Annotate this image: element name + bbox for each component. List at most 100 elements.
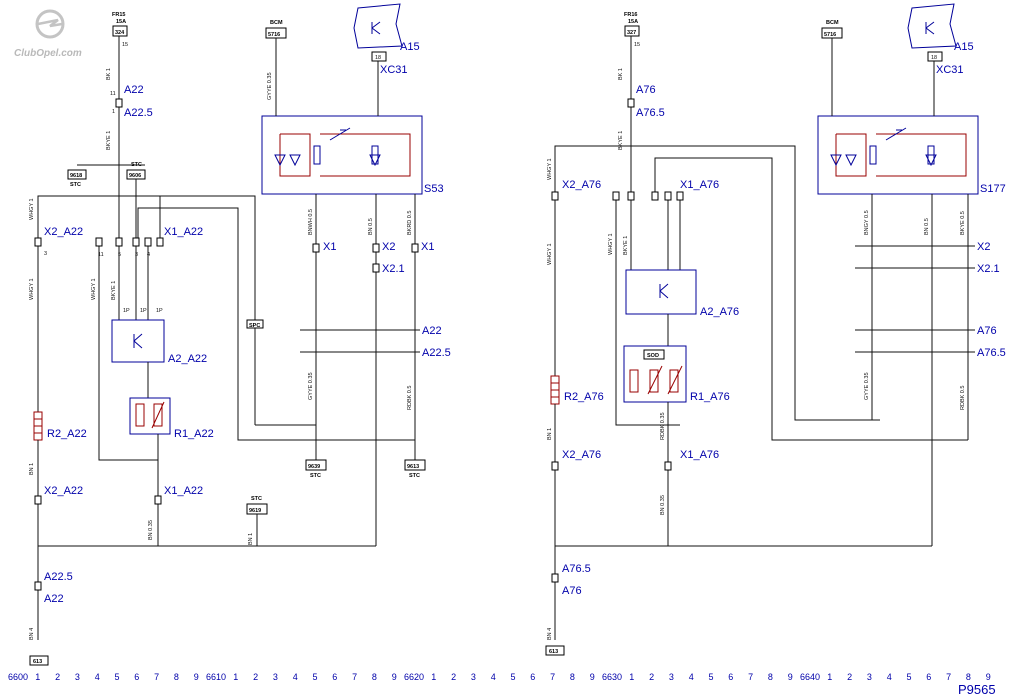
svg-text:4: 4: [147, 252, 150, 258]
ruler-minor-label: 3: [273, 672, 278, 682]
left-switch-s53: S53: [424, 183, 444, 195]
left-x1-a22-bottom: X1_A22: [164, 485, 203, 497]
right-fuse-box: 327: [627, 30, 636, 36]
right-conn-a765-mid: A76.5: [977, 347, 1006, 359]
ruler-minor-label: 3: [471, 672, 476, 682]
ruler-minor-label: 5: [708, 672, 713, 682]
left-fuse-box: 324: [115, 30, 125, 36]
right-a15-conn: XC31: [936, 64, 964, 76]
right-amp: A2_A76: [700, 306, 739, 318]
ruler-minor-label: 1: [233, 672, 238, 682]
left-fuse-name: FR15: [112, 12, 125, 18]
ruler-minor-label: 4: [887, 672, 892, 682]
left-stc-9606: 9606: [129, 173, 141, 179]
right-conn-a765-top: A76.5: [636, 107, 665, 119]
ruler-minor-label: 6: [134, 672, 139, 682]
right-a15: A15: [954, 41, 974, 53]
left-splice: SPC: [249, 323, 260, 329]
ruler-minor-label: 6: [332, 672, 337, 682]
svg-text:11: 11: [98, 252, 104, 258]
left-x21: X2.1: [382, 263, 405, 275]
right-wire-rdbk035: RDBK 0.35: [660, 412, 666, 440]
drawing-code: P9565: [958, 682, 996, 697]
ruler-minor-label: 6: [728, 672, 733, 682]
ruler-minor-label: 7: [352, 672, 357, 682]
ruler-minor-label: 8: [372, 672, 377, 682]
left-wire-bn4: BN 4: [29, 628, 35, 640]
ruler-minor-label: 4: [293, 672, 298, 682]
left-fuse-pin: 15: [122, 42, 128, 48]
left-conn-a22-bottom: A22: [44, 593, 64, 605]
left-wire-bn035: BN 0.35: [148, 520, 154, 540]
right-wire-bn05: BN 0.5: [924, 218, 930, 235]
right-fuse-rating: 15A: [628, 19, 638, 25]
right-bcm-box: 5716: [824, 32, 836, 38]
right-x21: X2.1: [977, 263, 1000, 275]
left-wire-whgy1-b: WHGY 1: [29, 278, 35, 300]
left-r1: R1_A22: [174, 428, 214, 440]
ruler-minor-label: 6: [926, 672, 931, 682]
ruler-minor-label: 5: [906, 672, 911, 682]
left-ground: 613: [33, 659, 42, 665]
left-amp: A2_A22: [168, 353, 207, 365]
ruler-minor-label: 9: [590, 672, 595, 682]
left-x2-a22-top: X2_A22: [44, 226, 83, 238]
left-wire-gyye-bcm: GYYE 0.35: [267, 72, 273, 100]
right-sod: SOD: [647, 353, 659, 359]
left-stc-label-4: STC: [409, 473, 420, 479]
left-stc-label-5: STC: [251, 496, 262, 502]
ruler-minor-label: 2: [451, 672, 456, 682]
left-wire-rdbk05: RDBK 0.5: [407, 386, 413, 410]
right-wire-bkye1: BKYE 1: [618, 131, 624, 150]
right-r2: R2_A76: [564, 391, 604, 403]
left-wire-bkye1: BKYE 1: [106, 131, 112, 150]
right-conn-a76-bottom: A76: [562, 585, 582, 597]
right-bcm-name: BCM: [826, 20, 839, 26]
left-wire-bnwh05: BNWH 0.5: [308, 209, 314, 235]
ruler-minor-label: 5: [114, 672, 119, 682]
svg-text:11: 11: [110, 91, 116, 97]
right-switch-s177: S177: [980, 183, 1006, 195]
left-bcm-name: BCM: [270, 20, 283, 26]
ruler-major-label: 6620: [404, 672, 424, 682]
ruler-minor-label: 7: [550, 672, 555, 682]
left-x2-a22-bottom: X2_A22: [44, 485, 83, 497]
left-stc-label-1: STC: [70, 182, 81, 188]
ruler-minor-label: 8: [768, 672, 773, 682]
ruler-minor-label: 7: [154, 672, 159, 682]
right-x2: X2: [977, 241, 990, 253]
ruler-minor-label: 9: [392, 672, 397, 682]
clubopel-logo: ClubOpel.com: [14, 9, 82, 59]
right-wire-whgy1-a: WHGY 1: [547, 158, 553, 180]
left-x2: X2: [382, 241, 395, 253]
left-x1-b: X1: [421, 241, 434, 253]
ruler-minor-label: 1: [629, 672, 634, 682]
ruler-minor-label: 3: [669, 672, 674, 682]
ruler-major-label: 6600: [8, 672, 28, 682]
left-stc-9613: 9613: [407, 464, 419, 470]
ruler-minor-label: 9: [986, 672, 991, 682]
left-a15-pin: 18: [375, 55, 381, 61]
right-wire-bn035: BN 0.35: [660, 495, 666, 515]
ruler-minor-label: 7: [748, 672, 753, 682]
ruler-minor-label: 2: [55, 672, 60, 682]
ruler-minor-label: 8: [966, 672, 971, 682]
svg-text:3: 3: [135, 252, 138, 258]
left-conn-a22-mid: A22: [422, 325, 442, 337]
left-wire-whgy1-a: WHGY 1: [29, 198, 35, 220]
left-wire-bn1-b: BN 1: [248, 533, 254, 545]
right-x2-a76-bottom: X2_A76: [562, 449, 601, 461]
ruler-minor-label: 2: [649, 672, 654, 682]
right-conn-a765-bottom: A76.5: [562, 563, 591, 575]
ruler-minor-label: 7: [946, 672, 951, 682]
right-wire-gyye035: GYYE 0.35: [864, 372, 870, 400]
left-wire-bkye1-b: BKYE 1: [111, 281, 117, 300]
ruler-minor-label: 4: [491, 672, 496, 682]
left-wire-bn05: BN 0.5: [368, 218, 374, 235]
right-x1-a76-bottom: X1_A76: [680, 449, 719, 461]
ruler-minor-label: 3: [867, 672, 872, 682]
left-conn-a225-mid: A22.5: [422, 347, 451, 359]
svg-text:1P: 1P: [123, 308, 130, 314]
right-wire-rdbk05: RDBK 0.5: [960, 386, 966, 410]
